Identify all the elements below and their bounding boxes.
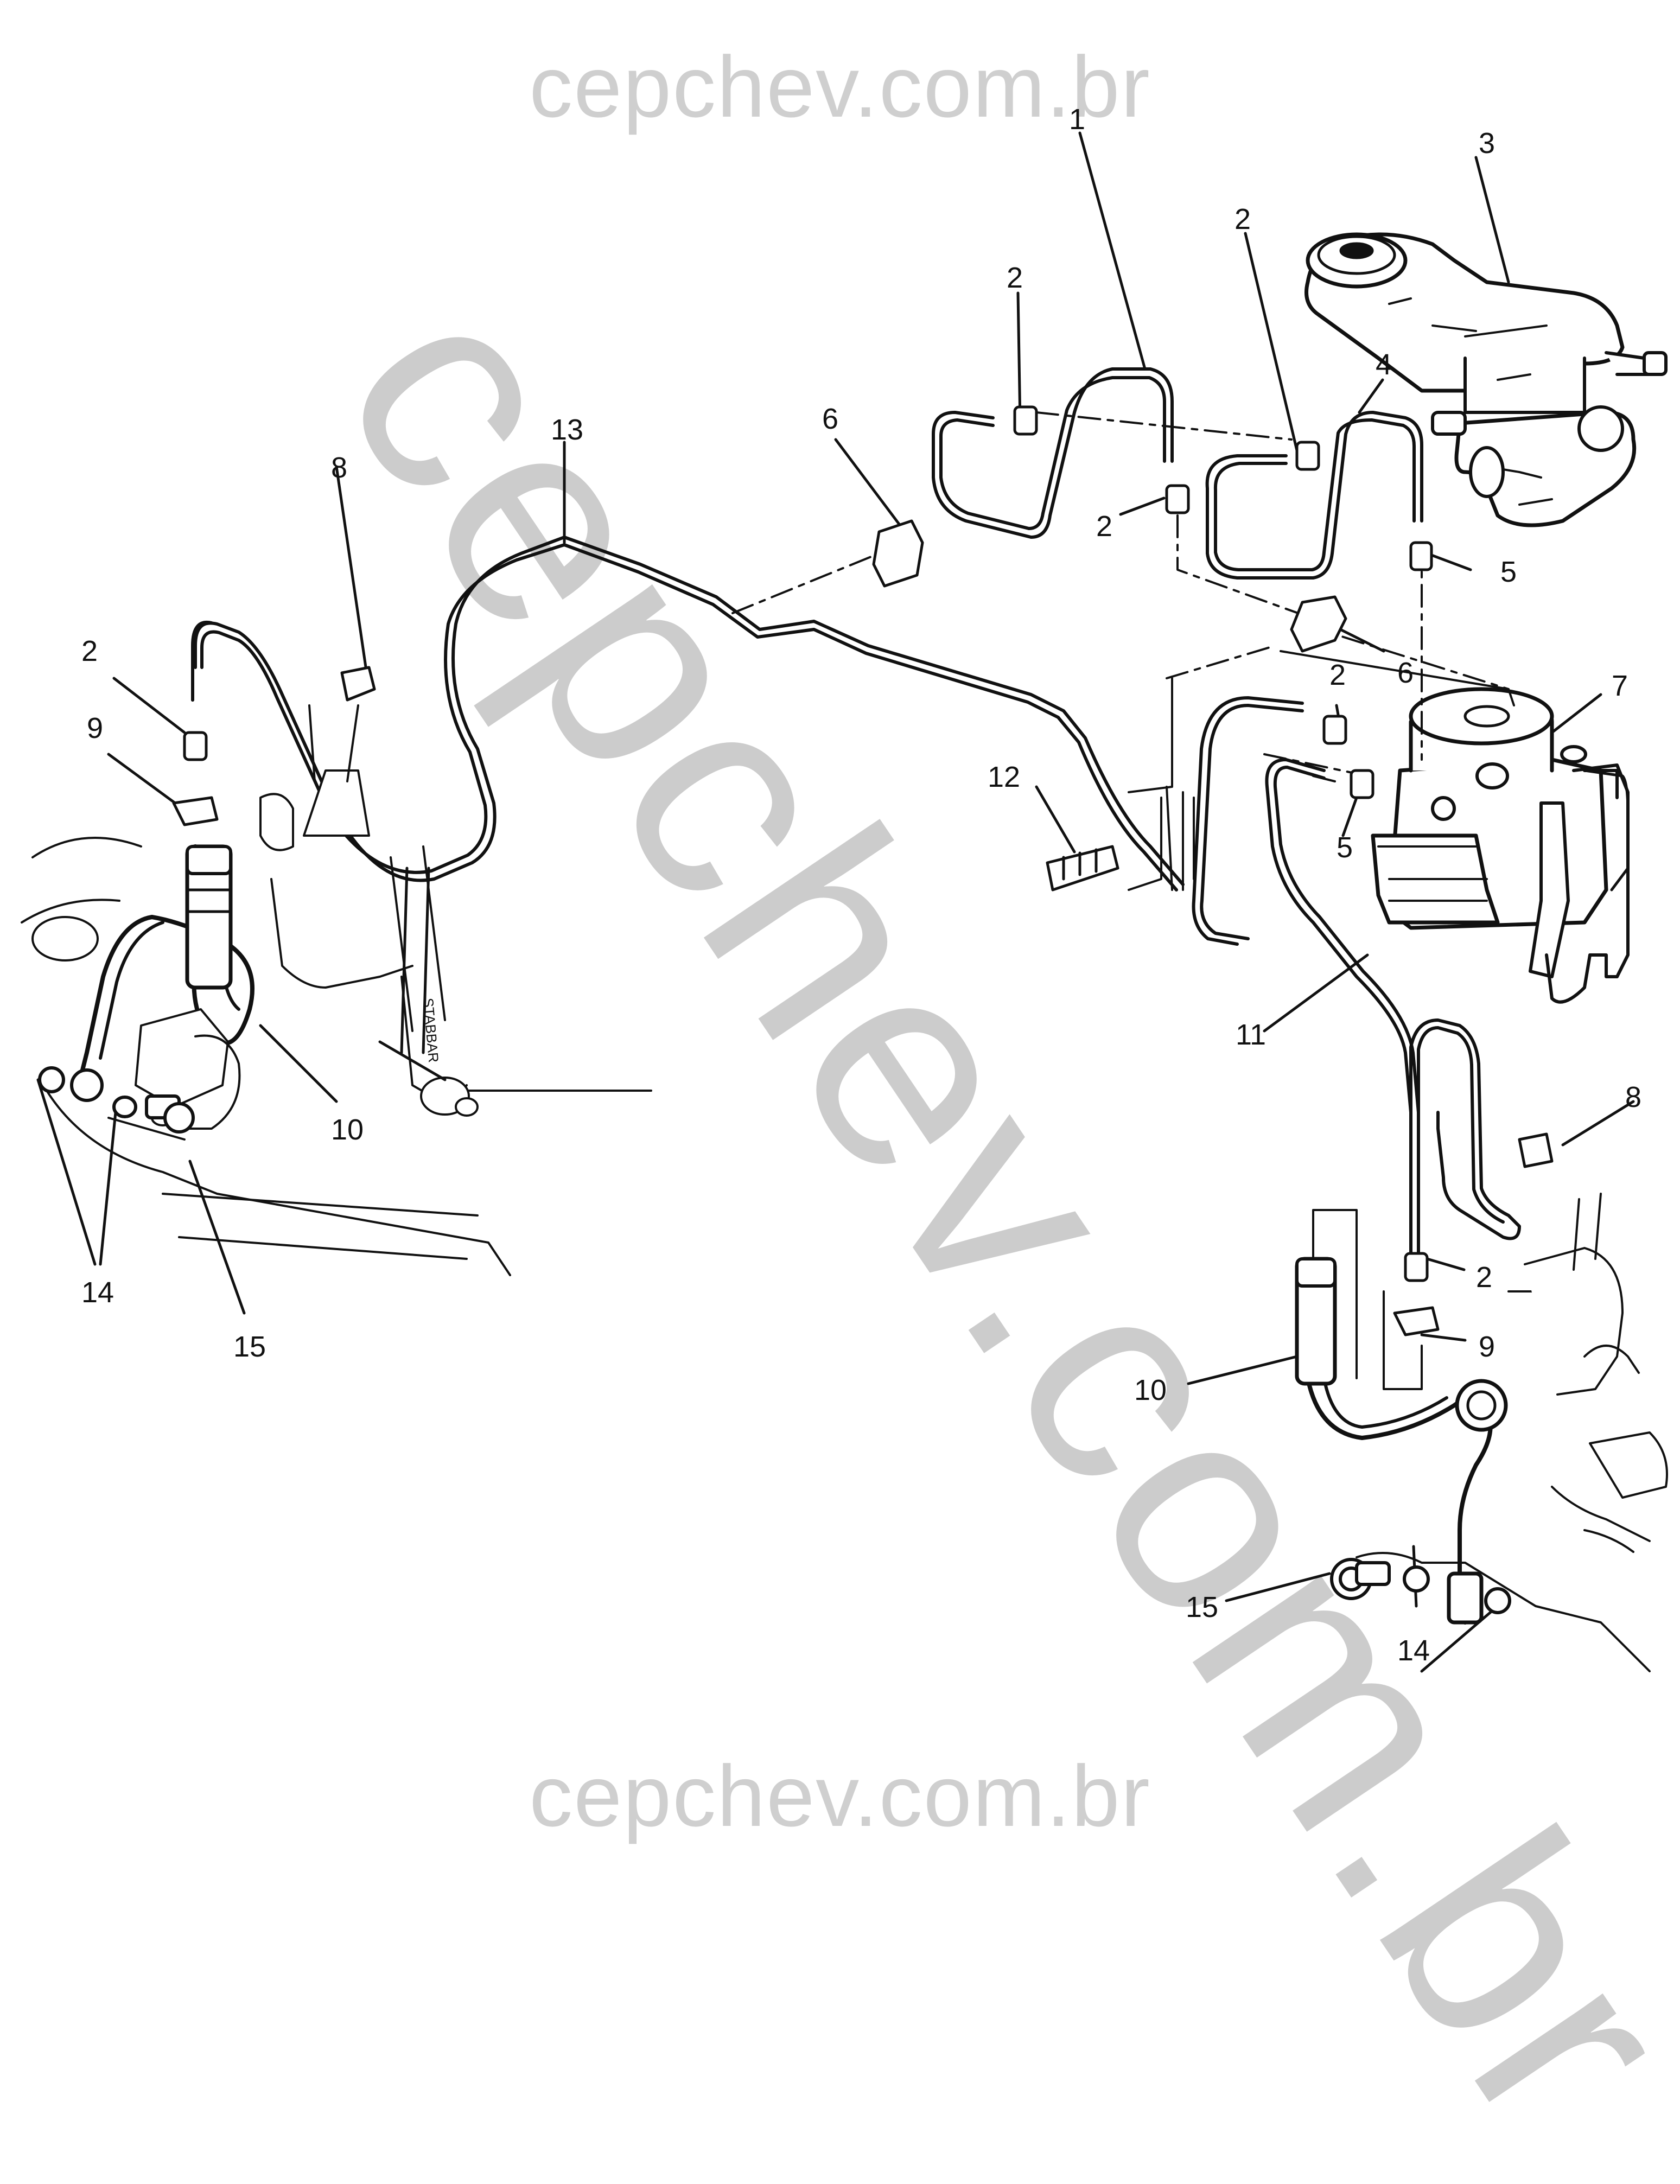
master-cylinder xyxy=(1431,405,1637,527)
callout-labels: 1 2 2 2 2 2 2 3 4 5 5 6 6 7 8 8 9 9 10 1… xyxy=(81,103,1641,1667)
brake-pipe-4 xyxy=(1205,411,1423,580)
callout-4: 4 xyxy=(1376,348,1392,381)
right-suspension xyxy=(1356,1193,1668,1672)
callout-5: 5 xyxy=(1500,556,1517,588)
watermark-bottom: cepchev.com.br xyxy=(529,1747,1151,1844)
pipe-clip-12 xyxy=(1046,845,1119,892)
diagram-canvas: cepchev.com.br cepchev.com.br cepchev.co… xyxy=(21,38,1680,2184)
brake-pipe-1 xyxy=(932,367,1174,539)
callout-1: 1 xyxy=(1069,103,1085,136)
right-banjo-parts xyxy=(1330,1558,1511,1614)
callout-12: 12 xyxy=(988,761,1020,793)
left-suspension xyxy=(21,704,652,1276)
callout-8: 8 xyxy=(1625,1081,1641,1113)
callout-2: 2 xyxy=(1007,262,1023,294)
tube-nut-fittings xyxy=(183,405,1433,1282)
retainer-clips-9 xyxy=(172,796,1440,1336)
abs-pipe-upper xyxy=(1200,704,1304,940)
left-banjo-parts xyxy=(38,1066,195,1134)
callout-5: 5 xyxy=(1337,831,1353,864)
callout-6: 6 xyxy=(1397,657,1414,689)
pipe-clips-6 xyxy=(872,519,1347,653)
callout-7: 7 xyxy=(1612,670,1628,702)
brake-pipe-11 xyxy=(1265,758,1412,1114)
stabilizer-link xyxy=(378,867,447,1081)
callout-14: 14 xyxy=(81,1276,114,1309)
abs-module-7 xyxy=(1371,687,1630,1004)
routing-solid-lines xyxy=(1128,650,1537,1390)
callout-9: 9 xyxy=(1479,1330,1495,1363)
callout-2: 2 xyxy=(1476,1261,1492,1294)
callout-2: 2 xyxy=(1096,510,1112,543)
leader-lines xyxy=(36,131,1635,1673)
brake-reservoir-3 xyxy=(1304,232,1668,414)
callout-13: 13 xyxy=(551,413,583,446)
callout-11: 11 xyxy=(1236,1018,1266,1051)
callout-2: 2 xyxy=(81,635,98,667)
watermark-top: cepchev.com.br xyxy=(529,38,1151,135)
routing-dashed-lines xyxy=(731,411,1510,777)
callout-14: 14 xyxy=(1397,1634,1430,1667)
pipe-clips-8 xyxy=(340,666,1554,1168)
brake-lines-diagram: 1 2 2 2 2 2 2 3 4 5 5 6 6 7 8 8 9 9 10 1… xyxy=(21,103,1668,1673)
callout-2: 2 xyxy=(1329,659,1346,691)
callout-6: 6 xyxy=(822,403,838,435)
callout-10: 10 xyxy=(1134,1374,1167,1406)
callout-10: 10 xyxy=(331,1113,364,1146)
callout-15: 15 xyxy=(233,1330,266,1363)
callout-3: 3 xyxy=(1479,127,1495,160)
callout-8: 8 xyxy=(331,451,347,484)
brake-pipe-13 xyxy=(194,536,1185,886)
callout-15: 15 xyxy=(1186,1591,1218,1623)
brake-pipe-right-lower xyxy=(1409,1018,1521,1240)
callout-2: 2 xyxy=(1234,203,1251,235)
callout-9: 9 xyxy=(87,712,103,744)
